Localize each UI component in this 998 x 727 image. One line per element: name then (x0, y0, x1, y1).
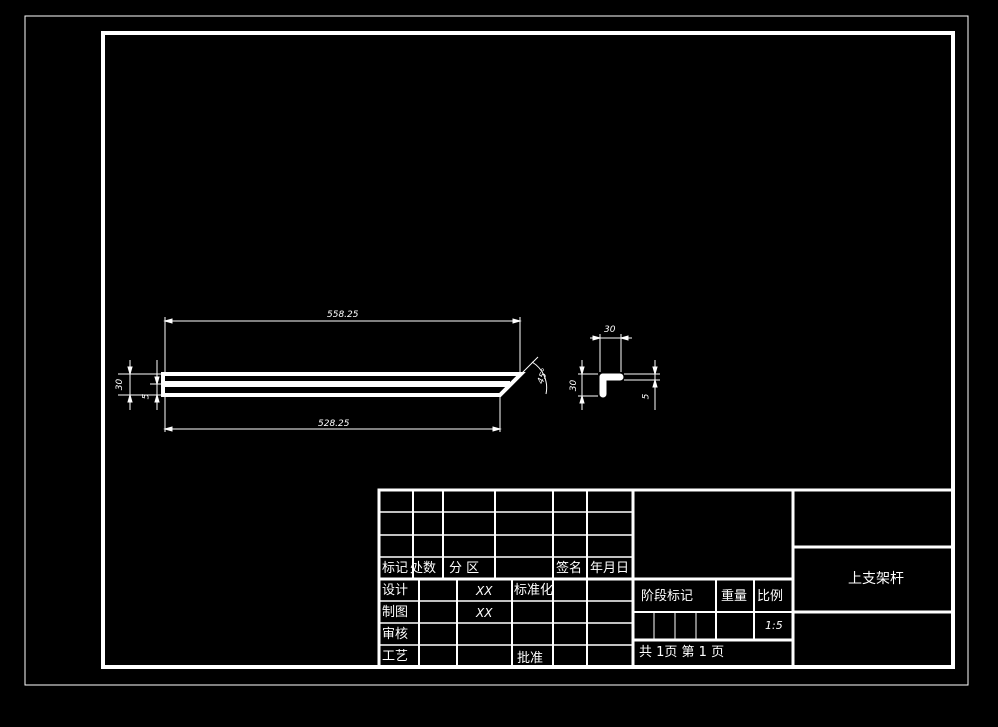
tb-label-review: 审核 (382, 627, 409, 642)
tb-drafting-name: XX (476, 606, 493, 620)
drawing-frame (101, 31, 955, 669)
dim-bar-height: 30 (115, 378, 126, 391)
tb-weight: 重量 (721, 589, 748, 604)
tb-label-mark: 标记 (382, 561, 409, 576)
dim-bottom-length: 528.25 (318, 419, 350, 429)
tb-label-standardization: 标准化 (514, 583, 554, 598)
dim-top-length: 558.25 (327, 310, 359, 320)
tb-label-process: 工艺 (382, 649, 409, 664)
title-block-grid (377, 488, 955, 669)
dim-bar-thickness: 5 (141, 393, 152, 400)
section-dimensions (578, 334, 660, 410)
tb-label-signature: 签名 (556, 561, 583, 576)
dim-section-width: 30 (604, 325, 616, 335)
tb-design-name: XX (476, 584, 493, 598)
tb-stage-mark: 阶段标记 (641, 589, 694, 604)
bar-dimensions (118, 317, 548, 432)
tb-label-zone: 分 区 (449, 561, 480, 576)
section-profile (599, 373, 624, 398)
tb-label-count: 处数 (410, 561, 437, 576)
tb-scale-label: 比例 (757, 589, 784, 604)
bar-profile (161, 372, 526, 397)
dim-section-thickness: 5 (641, 393, 652, 400)
tb-sheets: 共 1页 第 1 页 (639, 645, 725, 660)
tb-label-drafting: 制图 (382, 605, 409, 620)
tb-scale-value: 1:5 (765, 619, 783, 632)
tb-label-design: 设计 (382, 583, 409, 598)
dim-section-height: 30 (569, 379, 580, 392)
tb-label-approval: 批准 (517, 651, 544, 666)
tb-part-name: 上支架杆 (848, 571, 904, 587)
tb-label-date: 年月日 (590, 561, 630, 576)
outer-border (24, 15, 969, 686)
